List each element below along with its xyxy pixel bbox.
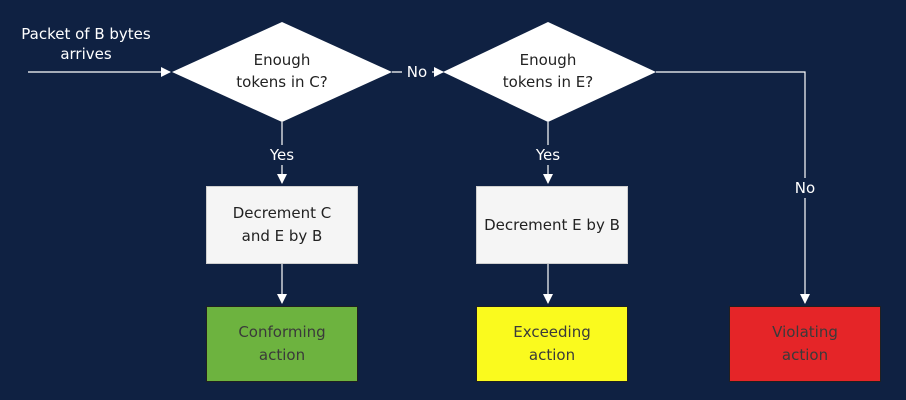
decision-e-text: Enough tokens in E? bbox=[478, 49, 618, 93]
process-c-line1: Decrement C bbox=[232, 204, 332, 222]
decision-c-line2: tokens in C? bbox=[236, 73, 328, 91]
start-label: Packet of B bytes arrives bbox=[14, 24, 158, 64]
decision-e-line2: tokens in E? bbox=[502, 73, 594, 91]
decision-e-line1: Enough bbox=[519, 51, 577, 69]
edge-label-no-e: No bbox=[790, 178, 820, 198]
outcome-exceeding-line1: Exceeding bbox=[513, 323, 591, 341]
edge-label-no-c: No bbox=[402, 62, 432, 82]
outcome-violating: Violating action bbox=[729, 306, 881, 382]
start-label-line1: Packet of B bytes bbox=[21, 25, 151, 43]
outcome-violating-line1: Violating bbox=[772, 323, 838, 341]
outcome-conforming-line2: action bbox=[258, 346, 306, 364]
process-decrement-c: Decrement C and E by B bbox=[206, 186, 358, 264]
decision-c-text: Enough tokens in C? bbox=[212, 49, 352, 93]
edge-label-yes-c: Yes bbox=[262, 145, 302, 165]
outcome-exceeding: Exceeding action bbox=[476, 306, 628, 382]
edge-label-yes-e: Yes bbox=[528, 145, 568, 165]
process-e-line1: Decrement E by B bbox=[484, 215, 620, 234]
process-c-line2: and E by B bbox=[241, 227, 323, 245]
outcome-conforming: Conforming action bbox=[206, 306, 358, 382]
decision-e-diamond bbox=[443, 22, 656, 122]
decision-c-diamond bbox=[172, 22, 392, 122]
process-decrement-e: Decrement E by B bbox=[476, 186, 628, 264]
outcome-violating-line2: action bbox=[781, 346, 829, 364]
outcome-exceeding-line2: action bbox=[528, 346, 576, 364]
no-arrow-e-to-violate bbox=[656, 71, 810, 304]
outcome-conforming-line1: Conforming bbox=[238, 323, 326, 341]
start-label-line2: arrives bbox=[60, 45, 112, 63]
decision-c-line1: Enough bbox=[253, 51, 311, 69]
